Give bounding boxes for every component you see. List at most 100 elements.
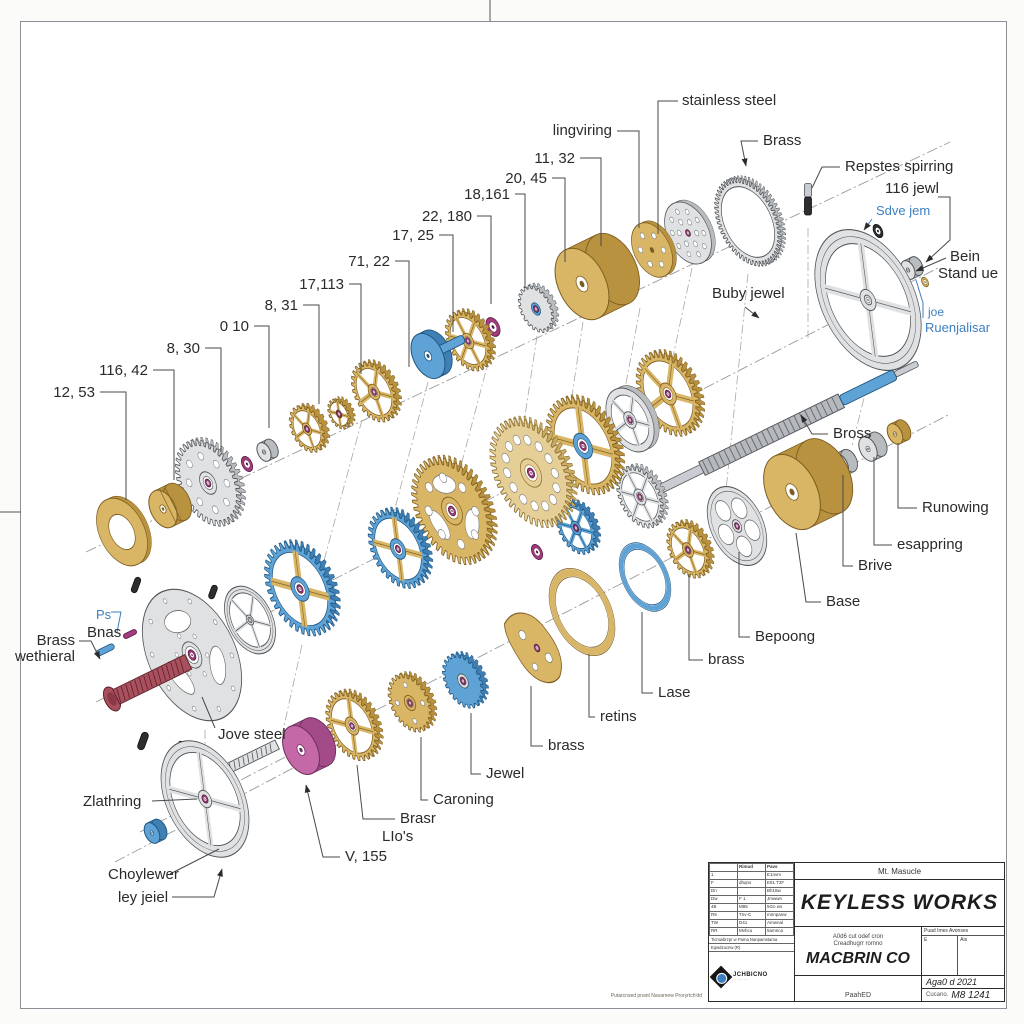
- rev-cell: Dw: [709, 895, 738, 904]
- leader-brasr: [356, 764, 395, 820]
- logo-dot-icon: [713, 970, 730, 986]
- label-71-22: 71, 22: [348, 253, 390, 270]
- leader-71-22: [395, 260, 410, 367]
- leader-116-jewl: [925, 196, 951, 263]
- label-retins: retins: [600, 708, 637, 725]
- label-8-31: 8, 31: [265, 297, 298, 314]
- ringgear-0: [714, 175, 787, 267]
- label-stainless-steel: stainless steel: [682, 92, 776, 109]
- drum-57: [143, 818, 168, 844]
- rev-cell: Jmwwn: [765, 895, 794, 904]
- leader-caroning: [420, 737, 428, 801]
- leader-jewel: [470, 713, 481, 775]
- label-stand-ue: Stand ue: [938, 265, 998, 282]
- rev-cell: 4B: [709, 903, 738, 912]
- label-base: Base: [826, 593, 860, 610]
- revision-note-2: Eqwdzucnw (R): [709, 944, 794, 952]
- leader-8-31: [303, 304, 320, 404]
- arbor-22: [645, 361, 919, 500]
- drum-8: [410, 329, 466, 380]
- rev-cell: mnnpanw: [765, 911, 794, 920]
- leader-lase: [641, 612, 653, 694]
- sheet-header: Mt. Masucle: [795, 863, 1004, 880]
- gearK-7: [444, 308, 496, 372]
- leader-11-32: [580, 157, 602, 246]
- rev-cell: Tnv-C: [737, 911, 766, 920]
- label-bross: Bross: [833, 425, 871, 442]
- drawing-title: KEYLESS WORKS: [795, 880, 1004, 927]
- gearK-11: [288, 402, 330, 453]
- approvals-cell-left: E: [922, 936, 959, 975]
- leader-22-180: [477, 215, 492, 304]
- leader-retins: [588, 654, 595, 718]
- label-lio-s: LIo's: [382, 828, 413, 845]
- label-brasr: Brasr: [400, 810, 436, 827]
- leader-brass: [530, 686, 543, 747]
- label-jove-steel: Jove steel: [218, 726, 286, 743]
- rev-cell: F 1: [737, 895, 766, 904]
- leader-repstes-spirring: [811, 166, 840, 189]
- rev-cell: Pavs: [765, 863, 794, 872]
- rev-cell: [709, 863, 738, 872]
- label-ps: Ps: [96, 607, 112, 622]
- date-field: Aga0 d 2021: [922, 976, 1004, 989]
- gearS-50: [387, 671, 438, 733]
- jewel-18: [872, 223, 884, 239]
- label-buby-jewel: Buby jewel: [712, 285, 785, 302]
- label-116-jewl: 116 jewl: [885, 180, 939, 197]
- ring-47: [548, 567, 616, 657]
- rev-cell: E51 T2F: [765, 879, 794, 888]
- rev-cell: Mvhcu: [737, 927, 766, 936]
- gearK-9: [350, 359, 402, 423]
- leader-bross: [800, 414, 828, 435]
- scale-field: Cucano. M8 1241: [922, 989, 1004, 1001]
- gearK-10: [327, 396, 356, 430]
- leader-leader: [79, 640, 101, 660]
- rev-cell: M95: [737, 903, 766, 912]
- company-name: MACBRIN CO: [806, 950, 910, 967]
- leader-v-155: [304, 784, 340, 858]
- bracket-48: [504, 612, 562, 684]
- sheet-footnote: Putarcnsed pnant Navarnew Proryrtch'dd: [610, 993, 702, 999]
- drum-12: [256, 438, 279, 462]
- revision-note-1: Ticmwbrzpr w Pama Nanpamstama: [709, 936, 794, 944]
- logo-mark-icon: [709, 965, 733, 988]
- leader-buby-jewel: [744, 306, 760, 319]
- rev-cell: dhqns: [737, 879, 766, 888]
- rev-cell: Dn: [709, 887, 738, 896]
- gearK-31: [605, 385, 660, 453]
- label-18-161: 18,161: [464, 186, 510, 203]
- label-joe: joe: [927, 305, 944, 319]
- label-11-32: 11, 32: [534, 150, 575, 167]
- wheelH-44: [706, 486, 768, 566]
- leader-sdve-jem: [863, 218, 873, 231]
- label-ruenjalisar: Ruenjalisar: [925, 320, 991, 335]
- label-17-25: 17, 25: [392, 227, 434, 244]
- label-ley-jeiel: ley jeiel: [118, 889, 168, 906]
- label-brass: Brass: [37, 632, 75, 649]
- subtitle-line-1: A0d6 cut odef cron: [832, 934, 884, 940]
- leader-brass: [688, 574, 703, 661]
- gearS-34: [411, 454, 498, 566]
- label-runowing: Runowing: [922, 499, 989, 516]
- wheel-21: [814, 229, 922, 371]
- label-jewel: Jewel: [486, 765, 524, 782]
- approvals-cell-right: Ais: [960, 937, 968, 943]
- plate-1: [664, 199, 716, 265]
- leader-leader: [915, 279, 924, 318]
- gearK-36: [264, 539, 341, 637]
- gearS-49: [442, 651, 489, 709]
- gearS-5: [517, 282, 559, 333]
- disc-2: [631, 220, 677, 278]
- drum-52: [282, 717, 337, 775]
- label-lase: Lase: [658, 684, 691, 701]
- leader-leader: [111, 611, 122, 633]
- rev-cell: RR: [709, 927, 738, 936]
- leader-jove-steel: [201, 696, 216, 729]
- label-bein: Bein: [950, 248, 980, 265]
- label-17-113: 17,113: [299, 276, 344, 293]
- parts-layer: [95, 175, 929, 858]
- rev-cell: Amwnal: [765, 919, 794, 928]
